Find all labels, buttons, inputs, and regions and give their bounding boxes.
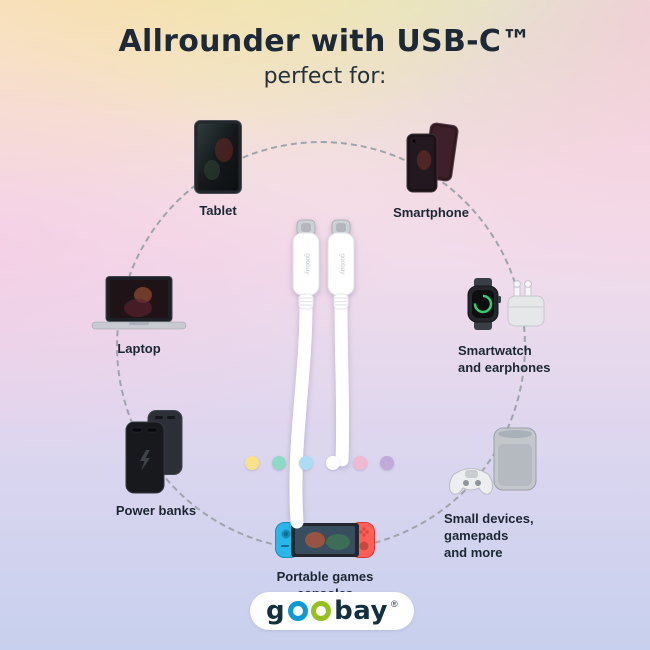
logo-o-green <box>311 601 332 621</box>
power-banks-label: Power banks <box>115 503 197 518</box>
logo-o-blue <box>288 601 309 621</box>
laptop-label: Laptop <box>117 341 161 356</box>
usb-c-cable-icon: goobay goobay <box>289 219 355 529</box>
device-small-devices: Small devices, gamepads and more <box>444 424 544 561</box>
page-subtitle: perfect for: <box>263 64 387 89</box>
device-smartwatch-earphones: Smartwatch and earphones <box>458 276 554 376</box>
color-dot-lavender <box>380 456 394 470</box>
device-laptop: Laptop <box>88 276 190 357</box>
color-dots <box>245 456 394 470</box>
device-power-banks: Power banks <box>108 410 204 519</box>
color-dot-yellow <box>245 456 259 470</box>
device-tablet: Tablet <box>178 120 258 219</box>
connector-brand-text: goobay <box>304 253 311 275</box>
game-console-icon <box>275 522 375 558</box>
color-dot-light-blue <box>299 456 313 470</box>
logo-text-bay: bay <box>334 596 388 626</box>
smartwatch-earphones-icon <box>467 278 545 330</box>
smartphone-icon <box>406 122 459 193</box>
smartwatch-label: Smartwatch and earphones <box>458 343 551 376</box>
color-dot-pink <box>353 456 367 470</box>
color-dot-mint <box>272 456 286 470</box>
power-bank-icon <box>125 410 183 494</box>
color-dot-white <box>326 456 340 470</box>
laptop-icon <box>91 276 187 330</box>
registered-mark: ® <box>390 599 398 609</box>
connector-brand-text: goobay <box>339 253 346 275</box>
page-title: Allrounder with USB-C™ <box>118 24 532 59</box>
logo-text-g: g <box>266 596 286 626</box>
tablet-icon <box>194 120 242 194</box>
device-smartphone: Smartphone <box>385 122 477 221</box>
goobay-logo: g bay ® <box>250 592 414 630</box>
smartphone-label: Smartphone <box>393 205 469 220</box>
tablet-label: Tablet <box>199 203 237 218</box>
small-devices-label: Small devices, gamepads and more <box>444 511 534 561</box>
small-devices-icon <box>449 427 537 495</box>
